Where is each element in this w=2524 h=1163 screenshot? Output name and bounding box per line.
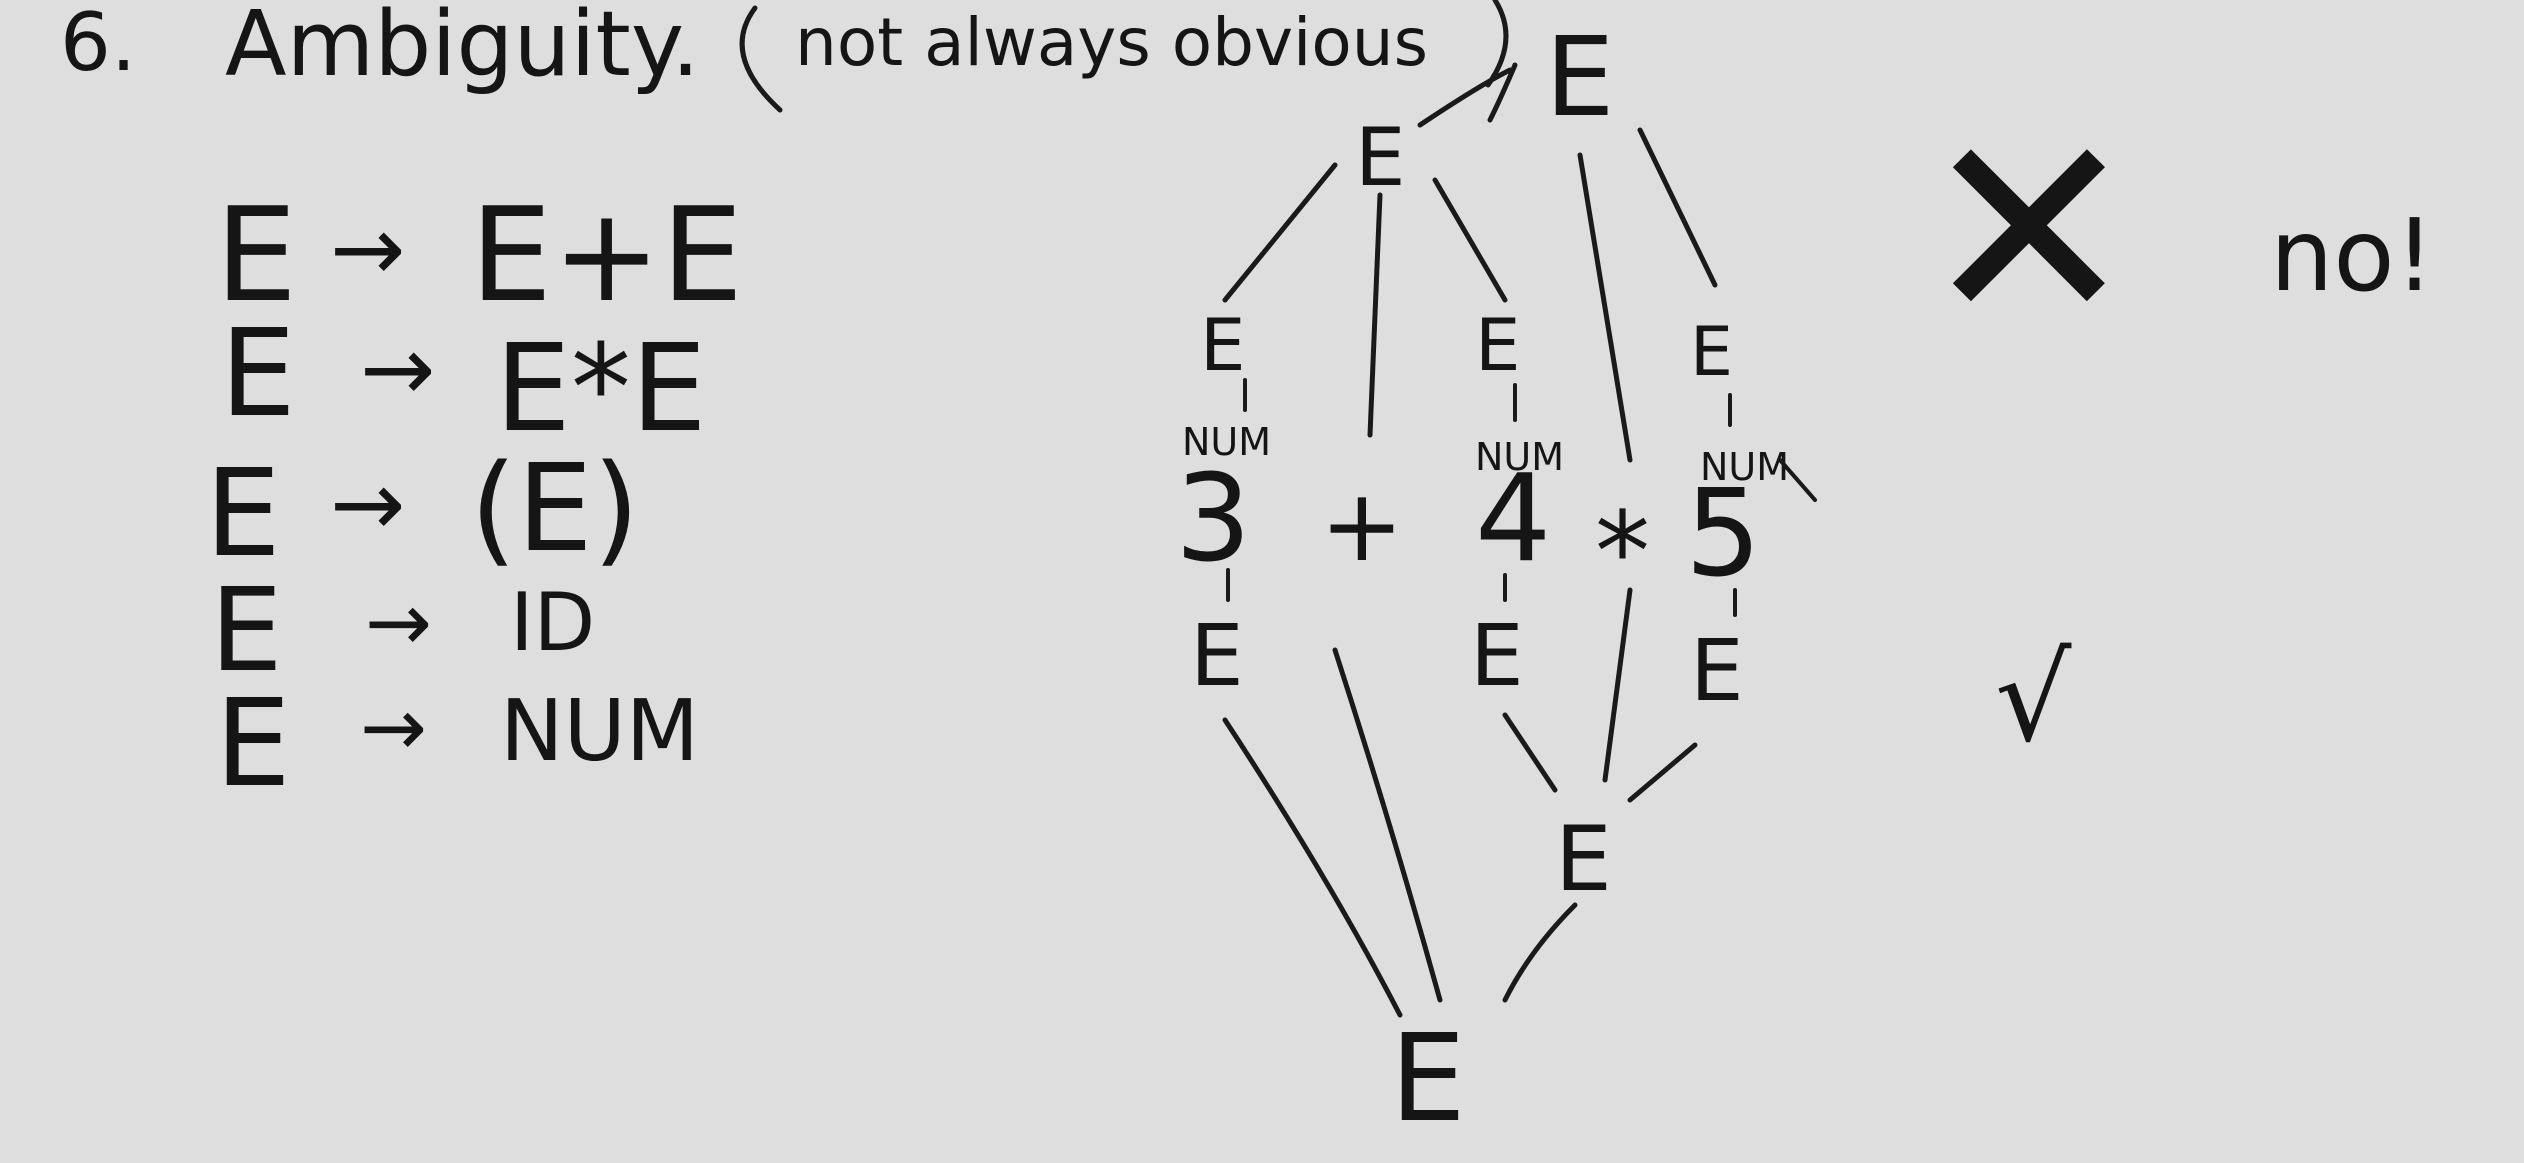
bottom-root-node: E [1390, 1010, 1466, 1149]
edge-inner-plus [1367, 192, 1383, 438]
verdicts: ✕ no! √ [1920, 80, 2435, 769]
edge-b-e3-inner [1627, 742, 1698, 803]
grammar-rules: E → E+E E → E*E E → (E) E → ID E → NUM [205, 179, 743, 814]
token-5: 5 [1685, 465, 1761, 604]
heading-title: Ambiguity. [225, 0, 700, 97]
token-plus: + [1320, 467, 1404, 584]
top-num-3: NUM [1700, 445, 1789, 489]
rule-1-lhs: E [215, 179, 297, 331]
rule-3-arrow: → [330, 452, 405, 557]
token-4: 4 [1475, 450, 1551, 589]
rule-4-arrow: → [365, 576, 432, 669]
edge-b-inner-root [1502, 902, 1578, 1003]
edge-b-e1-root [1222, 717, 1403, 1018]
cross-mark: ✕ [1920, 80, 2138, 382]
token-3: 3 [1175, 450, 1251, 589]
edge-b-e2-inner [1502, 712, 1558, 793]
bottom-parse-tree: E E E E E [1190, 568, 1744, 1149]
top-parse-tree: E E E E E NUM NUM NUM [1182, 13, 1817, 502]
check-mark: √ [1995, 630, 2072, 769]
top-leaf-e-2: E [1475, 303, 1521, 387]
rule-5-rhs: NUM [500, 682, 699, 781]
bottom-inner-node: E [1555, 807, 1612, 912]
expression: 3 + 4 * 5 [1175, 450, 1761, 616]
edge-inner-mid [1432, 177, 1508, 303]
top-leaf-e-3: E [1690, 313, 1733, 392]
top-num-2: NUM [1475, 435, 1564, 479]
section-number: 6. [60, 0, 136, 89]
top-root-node: E [1545, 13, 1615, 141]
heading-note-text: not always obvious [795, 4, 1428, 81]
edge-root-star [1577, 152, 1633, 463]
edge-b-star-inner [1602, 587, 1633, 783]
rule-2-lhs: E [220, 305, 296, 444]
edge-inner-left [1222, 162, 1338, 303]
token-star: * [1595, 488, 1650, 616]
heading-note: not always obvious [739, 0, 1509, 113]
bottom-leaf-e-2: E [1470, 607, 1524, 706]
rule-5-arrow: → [360, 681, 427, 774]
rule-2-rhs: E*E [495, 320, 707, 459]
no-label: no! [2270, 197, 2435, 314]
top-num-1: NUM [1182, 420, 1271, 464]
bottom-leaf-e-1: E [1190, 607, 1244, 706]
bottom-leaf-e-3: E [1690, 622, 1744, 721]
rule-4-lhs: E [210, 564, 283, 698]
edge-root-right [1637, 127, 1718, 288]
edge-b-plus-root [1332, 647, 1443, 1003]
rule-1-arrow: → [330, 197, 405, 302]
edge-root-inner [1417, 67, 1513, 128]
rule-3-lhs: E [205, 445, 281, 584]
top-leaf-e-1: E [1200, 303, 1246, 387]
rule-2-arrow: → [360, 317, 435, 422]
rule-4-rhs: ID [510, 576, 595, 669]
top-inner-node: E [1355, 111, 1406, 204]
rule-5-lhs: E [215, 675, 291, 814]
rule-3-rhs: (E) [470, 440, 639, 579]
rule-1-rhs: E+E [470, 179, 743, 331]
edge-root-inner-2 [1487, 62, 1518, 123]
